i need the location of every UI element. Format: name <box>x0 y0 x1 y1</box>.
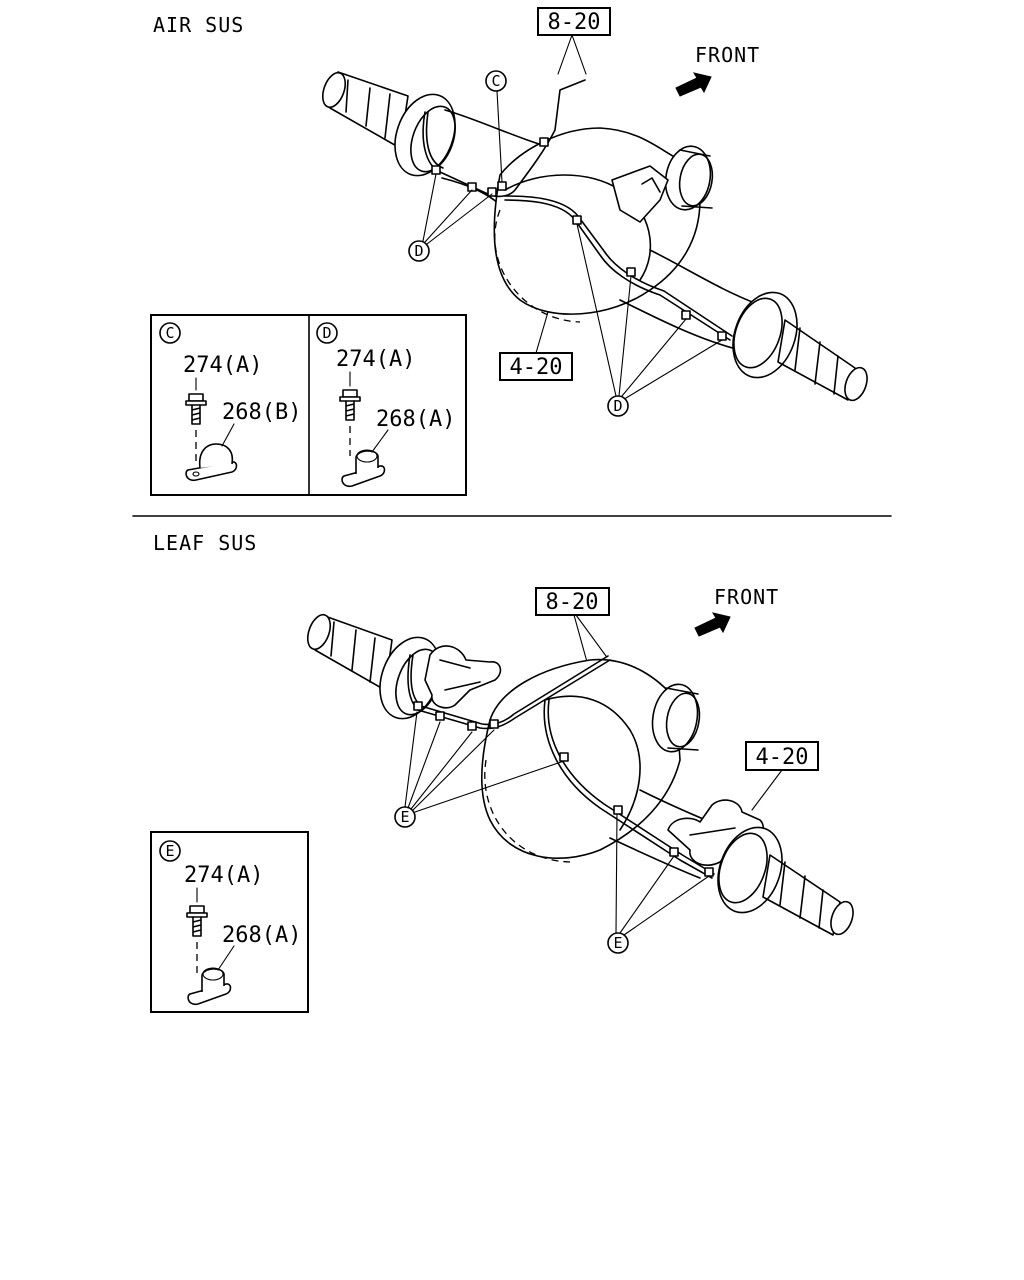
detail-e-letter: E <box>165 842 174 860</box>
leaf-ref-8-20-label: 8-20 <box>546 590 599 615</box>
detail-d-clip-icon <box>341 449 386 488</box>
air-callout-c[interactable]: C <box>485 70 507 92</box>
detail-d-letter: D <box>322 324 331 342</box>
leaf-ref-4-20-label: 4-20 <box>756 745 809 770</box>
leaf-callout-e-right-letter: E <box>613 934 622 952</box>
leaf-sus-section: LEAF SUS FRONT 8-20 <box>150 531 854 1013</box>
detail-c-bolt-icon <box>185 393 207 425</box>
detail-c-letter: C <box>165 324 174 342</box>
air-front-label: FRONT <box>695 43 760 67</box>
leaf-ref-4-20[interactable]: 4-20 <box>745 741 819 771</box>
detail-c: C 274(A) 268(B) <box>159 322 301 482</box>
detail-c-bolt-part: 274(A) <box>183 353 262 378</box>
detail-c-clip-icon <box>185 443 238 482</box>
detail-e-clip-part: 268(A) <box>222 923 301 948</box>
air-callout-d-right-letter: D <box>613 397 622 415</box>
leaf-callout-e-left-letter: E <box>400 808 409 826</box>
detail-e-bolt-icon <box>186 905 208 937</box>
air-axle-assembly <box>321 71 868 402</box>
air-sus-title: AIR SUS <box>153 13 244 37</box>
detail-d: D 274(A) 268(A) <box>316 322 455 488</box>
detail-e-clip-icon <box>187 967 232 1006</box>
air-callout-d-left[interactable]: D <box>408 240 430 262</box>
leaf-ref-8-20[interactable]: 8-20 <box>535 587 610 616</box>
detail-d-bolt-icon <box>339 389 361 421</box>
leaf-front-arrow-icon <box>694 612 731 637</box>
leaf-axle-assembly <box>306 613 854 936</box>
air-ref-8-20-label: 8-20 <box>548 10 601 35</box>
leaf-front-label: FRONT <box>714 585 779 609</box>
detail-c-clip-part: 268(B) <box>222 400 301 425</box>
air-callout-c-letter: C <box>491 72 500 90</box>
air-callout-d-left-letter: D <box>414 242 423 260</box>
leaf-callout-e-left[interactable]: E <box>394 806 416 828</box>
air-callout-d-right[interactable]: D <box>607 395 629 417</box>
detail-e-bolt-part: 274(A) <box>184 863 263 888</box>
air-detail-panel: C 274(A) 268(B) <box>150 314 467 496</box>
air-ref-8-20[interactable]: 8-20 <box>537 7 611 36</box>
air-front-arrow-icon <box>675 72 712 97</box>
detail-d-bolt-part: 274(A) <box>336 347 415 372</box>
detail-d-clip-part: 268(A) <box>376 407 455 432</box>
air-sus-section: AIR SUS FRONT 8-20 <box>150 7 868 496</box>
air-ref-4-20[interactable]: 4-20 <box>499 352 573 381</box>
leaf-callout-e-right[interactable]: E <box>607 932 629 954</box>
air-ref-4-20-label: 4-20 <box>510 355 563 380</box>
leaf-sus-title: LEAF SUS <box>153 531 257 555</box>
detail-e: E 274(A) 268(A) <box>150 831 309 1013</box>
